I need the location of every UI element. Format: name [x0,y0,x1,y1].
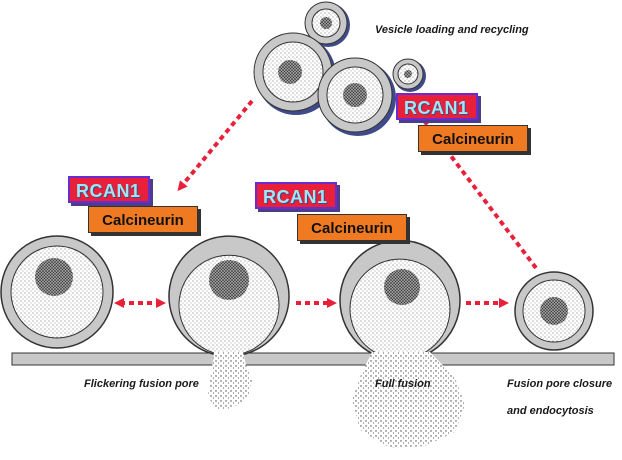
endocytosis-vesicle [514,271,594,351]
pore-closure-label: Fusion pore closure [507,378,613,390]
calcineurin-box-left: Calcineurin [88,206,198,233]
calcineurin-box-center: Calcineurin [297,214,407,241]
docked-vesicle [0,235,114,349]
flickering-pore-vesicle [168,235,290,410]
arrow-recycle-to-docked [177,99,254,192]
flickering-pore-label: Flickering fusion pore [84,378,199,390]
arrow-endocytosis-to-recycle [410,102,538,270]
endocytosis-label: and endocytosis [507,405,594,417]
rcan1-box-left: RCAN1 [68,176,150,203]
rcan1-box-top: RCAN1 [396,93,478,120]
rcan1-box-center: RCAN1 [255,182,337,209]
plasma-membrane [11,352,615,366]
calcineurin-box-top: Calcineurin [418,125,528,152]
full-fusion-label: Full fusion [375,378,431,390]
vesicle-cluster [253,1,426,136]
full-fusion-vesicle [339,239,465,448]
recycling-label: Vesicle loading and recycling [375,24,529,36]
